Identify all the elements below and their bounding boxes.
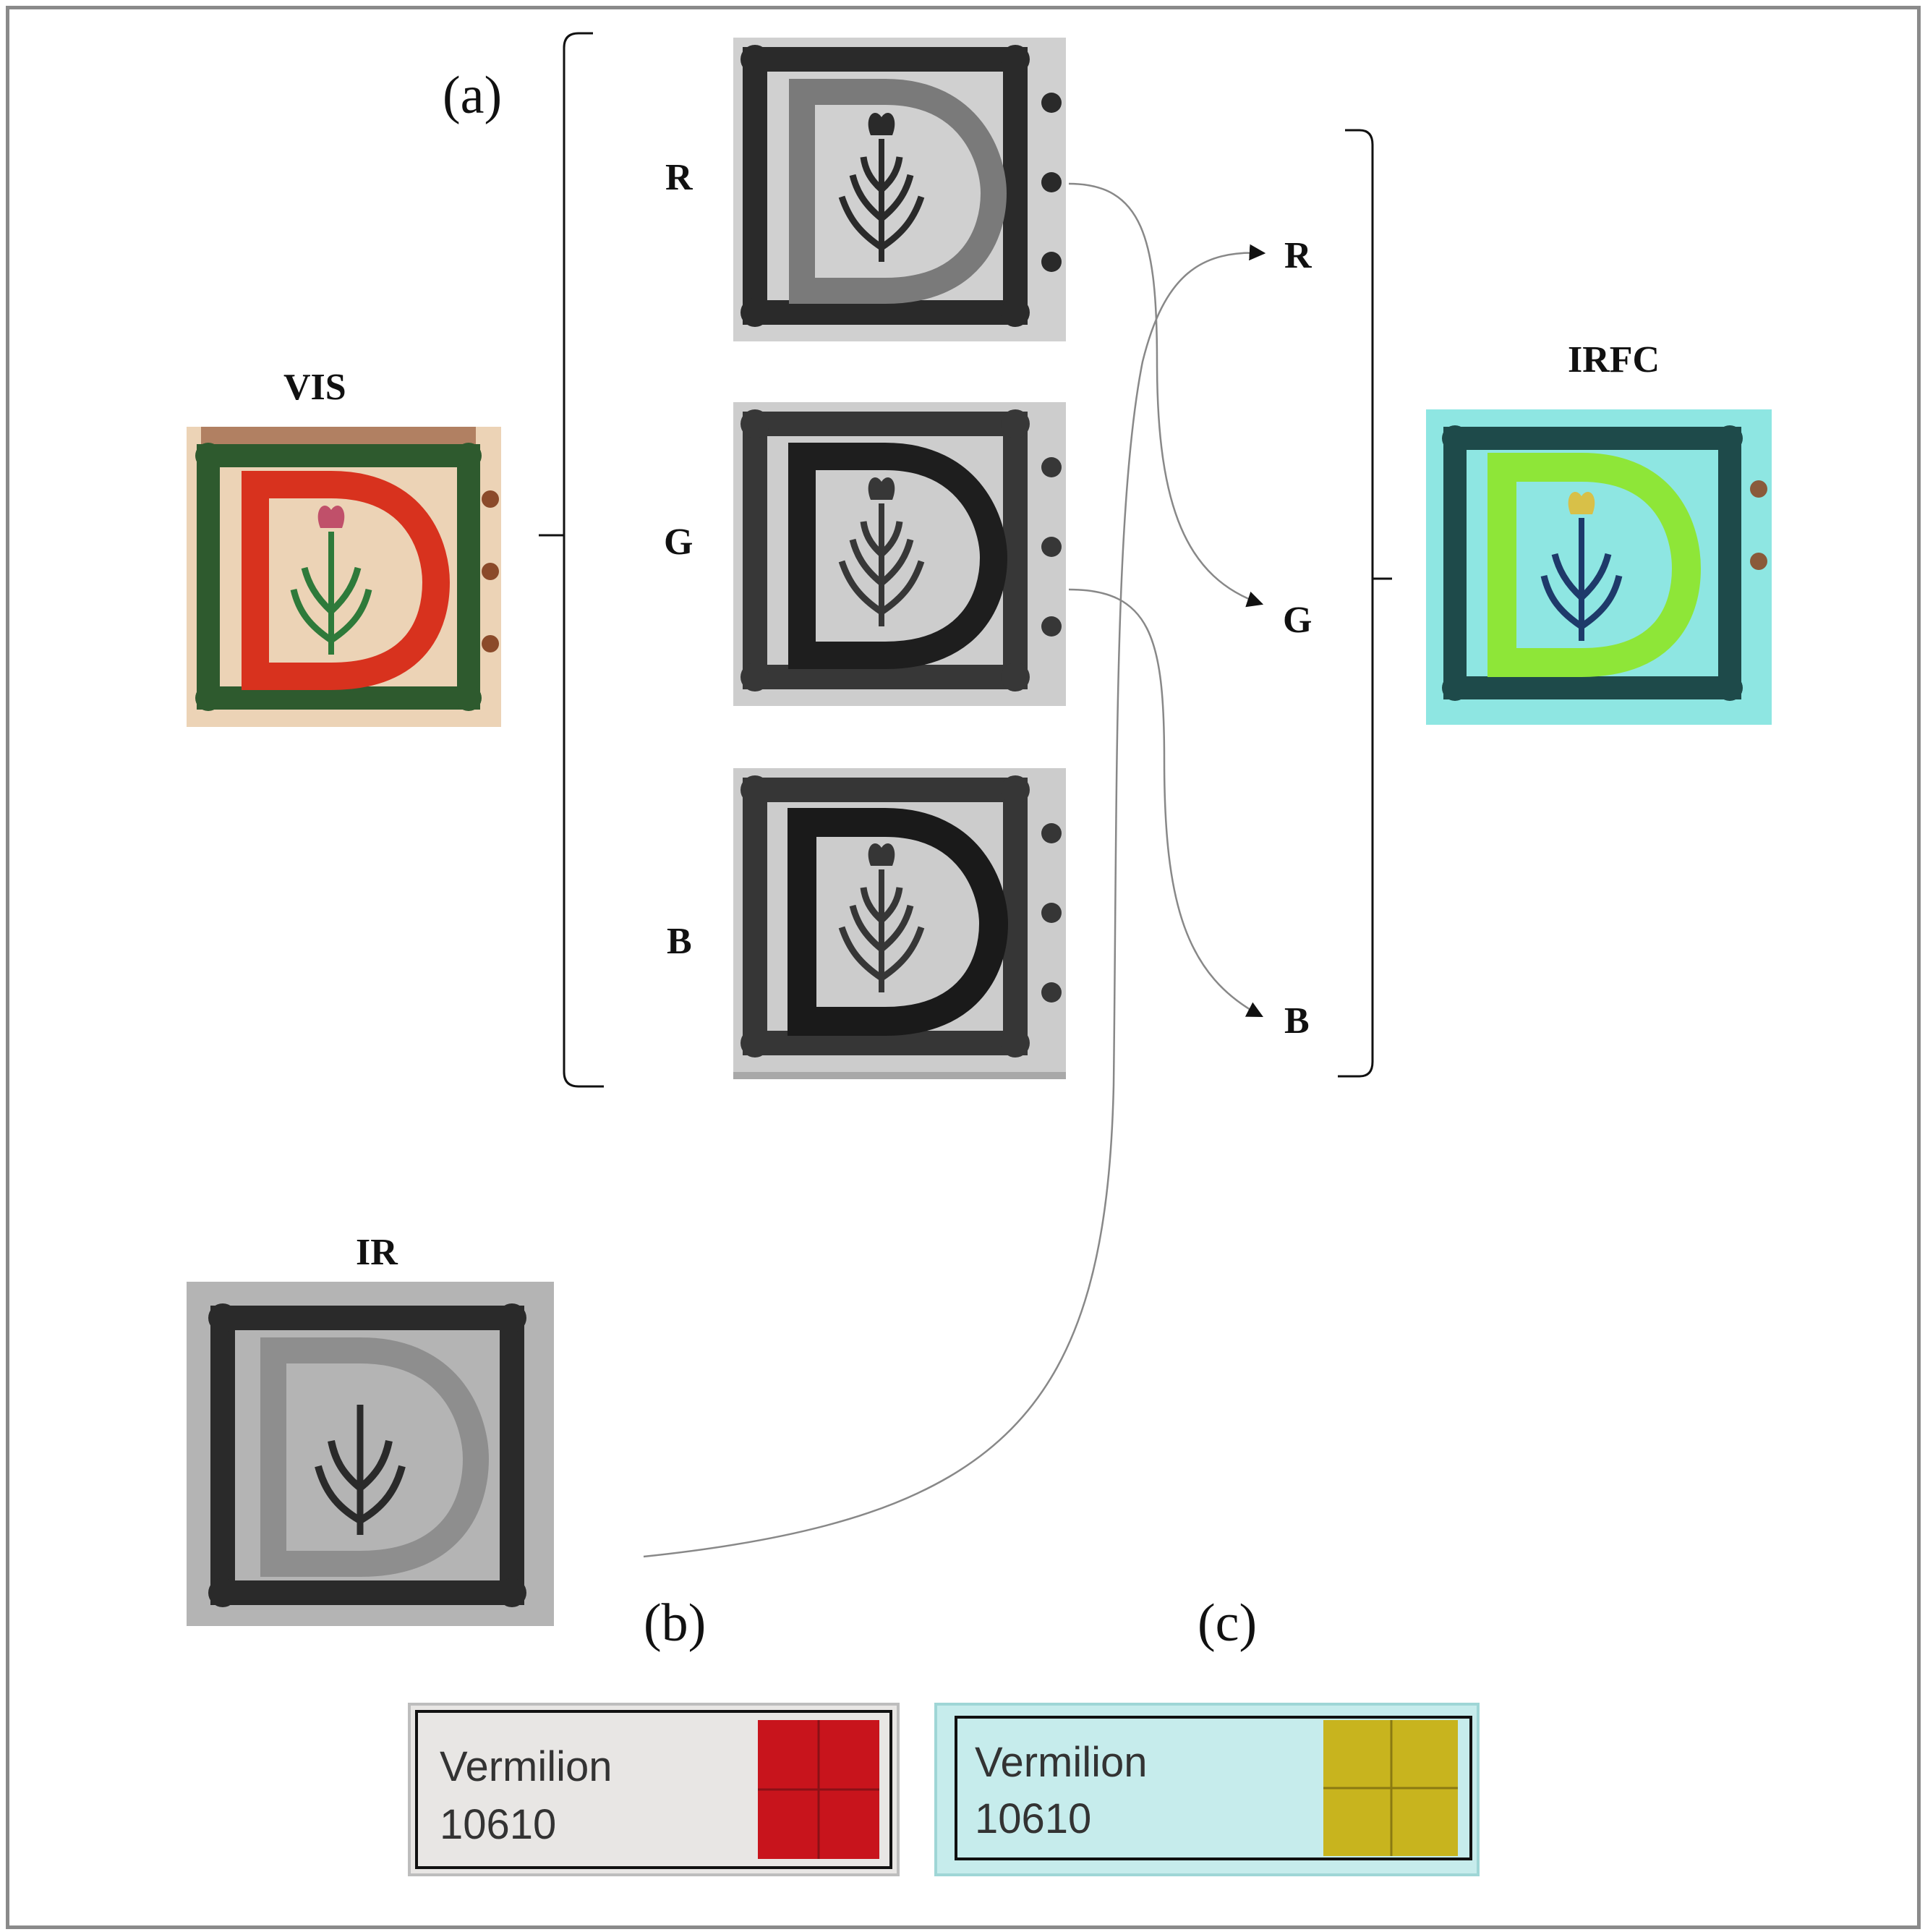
figure-frame (6, 6, 1921, 1929)
output-b-label: B (1284, 1000, 1310, 1042)
swatch-card-b: Vermilion 10610 (408, 1703, 900, 1876)
ir-image (187, 1282, 554, 1626)
b-channel-image (733, 768, 1066, 1079)
input-b-label: B (667, 921, 692, 962)
output-g-label: G (1283, 600, 1312, 641)
vis-image (187, 427, 501, 727)
panel-label-c: (c) (1198, 1593, 1257, 1653)
input-r-label: R (665, 157, 693, 198)
swatch-card-c: Vermilion 10610 (934, 1703, 1480, 1876)
output-r-label: R (1284, 235, 1312, 276)
panel-label-b: (b) (644, 1593, 706, 1653)
swatch-c-name: Vermilion (975, 1739, 1148, 1786)
panel-label-a: (a) (443, 66, 502, 125)
vis-label: VIS (283, 367, 346, 408)
irfc-image (1426, 409, 1772, 725)
output-bracket (1338, 129, 1374, 1078)
input-g-label: G (664, 522, 693, 563)
swatch-c-code: 10610 (975, 1795, 1091, 1842)
arrow-g-to-b (1068, 588, 1263, 1018)
arrow-r-to-g (1068, 182, 1264, 608)
arrow-ir-to-r (643, 244, 1266, 1558)
irfc-label: IRFC (1568, 339, 1660, 380)
ir-label: IR (356, 1232, 398, 1273)
r-channel-image (733, 38, 1066, 341)
g-channel-image (733, 402, 1066, 706)
swatch-b-code: 10610 (440, 1801, 556, 1848)
swatch-b-name: Vermilion (440, 1743, 612, 1790)
input-bracket (563, 32, 604, 1088)
